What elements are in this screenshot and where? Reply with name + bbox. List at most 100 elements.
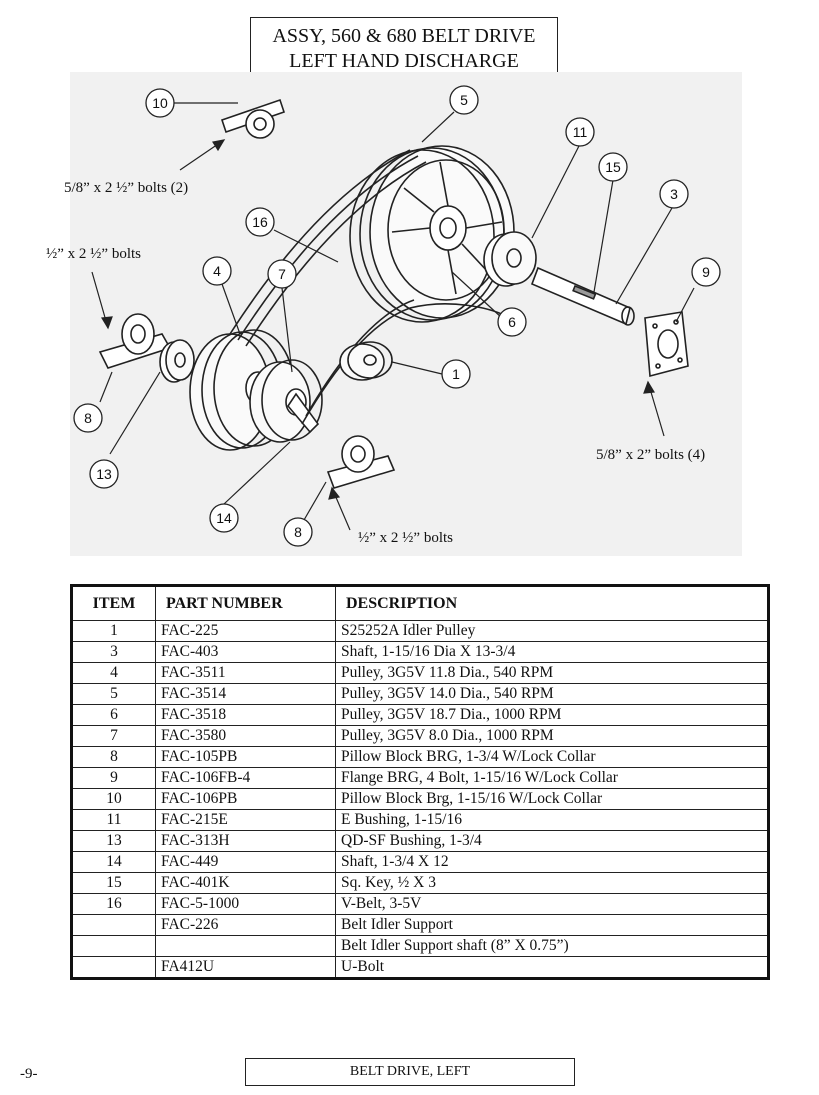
cell-description: Belt Idler Support [335, 914, 769, 936]
cell-description: Pulley, 3G5V 8.0 Dia., 1000 RPM [335, 725, 769, 747]
cell-part-number: FAC-106FB-4 [155, 767, 336, 789]
callout-bubbles [73, 85, 721, 547]
callout-3 [659, 179, 689, 209]
cell-description: Pulley, 3G5V 11.8 Dia., 540 RPM [335, 662, 769, 684]
cell-description: S25252A Idler Pulley [335, 620, 769, 642]
v-belt-16 [229, 149, 507, 425]
title-line-1: ASSY, 560 & 680 BELT DRIVE [272, 25, 536, 47]
cell-item: 1 [71, 620, 156, 642]
cell-description: E Bushing, 1-15/16 [335, 809, 769, 831]
cell-item: 11 [71, 809, 156, 831]
callout-8-bottom [283, 517, 313, 547]
callout-number: 14 [216, 510, 232, 526]
callout-10 [145, 88, 175, 118]
cell-part-number: FAC-401K [155, 872, 336, 894]
shaft-14 [287, 392, 320, 434]
cell-item: 7 [71, 725, 156, 747]
cell-item [71, 935, 156, 957]
cell-description: Pillow Block Brg, 1-15/16 W/Lock Collar [335, 788, 769, 810]
title-line-2: LEFT HAND DISCHARGE [289, 50, 519, 72]
cell-item [71, 914, 156, 936]
header-description: DESCRIPTION [335, 585, 769, 621]
cell-item: 14 [71, 851, 156, 873]
cell-item: 3 [71, 641, 156, 663]
callout-number: 8 [84, 410, 92, 426]
cell-part-number: FAC-105PB [155, 746, 336, 768]
cell-part-number: FAC-3514 [155, 683, 336, 705]
page-number: -9- [20, 1066, 38, 1082]
cell-part-number: FAC-3518 [155, 704, 336, 726]
callout-number: 6 [508, 314, 516, 330]
callout-number: 10 [152, 95, 168, 111]
cell-part-number [155, 935, 336, 957]
cell-part-number: FAC-106PB [155, 788, 336, 810]
title-box: ASSY, 560 & 680 BELT DRIVE LEFT HAND DIS… [250, 17, 558, 79]
cell-item: 8 [71, 746, 156, 768]
cell-description: Flange BRG, 4 Bolt, 1-15/16 W/Lock Colla… [335, 767, 769, 789]
callout-number: 15 [605, 159, 621, 175]
cell-part-number: FAC-225 [155, 620, 336, 642]
cell-description: Shaft, 1-3/4 X 12 [335, 851, 769, 873]
cell-description: Pulley, 3G5V 18.7 Dia., 1000 RPM [335, 704, 769, 726]
diagram-drawing: 10 5 11 15 3 16 4 7 9 6 1 8 13 14 8 [73, 85, 721, 547]
cell-item: 4 [71, 662, 156, 684]
cell-item: 9 [71, 767, 156, 789]
bolt-note-right: 5/8” x 2” bolts (4) [596, 447, 706, 463]
cell-part-number: FAC-403 [155, 641, 336, 663]
cell-description: V-Belt, 3-5V [335, 893, 769, 915]
callout-number: 3 [670, 186, 678, 202]
callout-7 [267, 259, 297, 289]
callout-number: 13 [96, 466, 112, 482]
cell-description: Pulley, 3G5V 14.0 Dia., 540 RPM [335, 683, 769, 705]
callout-number: 8 [294, 524, 302, 540]
pillow-block-8-bottom [326, 435, 396, 489]
footer-label: BELT DRIVE, LEFT [245, 1058, 575, 1086]
callout-5 [449, 85, 479, 115]
callout-11 [565, 117, 595, 147]
callout-16 [245, 207, 275, 237]
cell-part-number: FA412U [155, 956, 336, 979]
callout-number: 4 [213, 263, 221, 279]
callout-4 [202, 256, 232, 286]
cell-description: Sq. Key, ½ X 3 [335, 872, 769, 894]
callout-number: 1 [452, 366, 460, 382]
callout-number: 11 [573, 124, 588, 140]
cell-description: U-Bolt [335, 956, 769, 979]
header-item: ITEM [71, 585, 156, 621]
callout-8-left [73, 403, 103, 433]
shaft-3 [530, 266, 635, 326]
callout-13 [89, 459, 119, 489]
callout-numbers: 10 5 11 15 3 16 4 7 9 6 1 8 13 14 8 [84, 92, 710, 540]
cell-part-number: FAC-449 [155, 851, 336, 873]
leader-lines [91, 102, 695, 531]
cell-item: 16 [71, 893, 156, 915]
bushing-11 [483, 231, 537, 287]
cell-description: Shaft, 1-15/16 Dia X 13-3/4 [335, 641, 769, 663]
cell-item [71, 956, 156, 979]
bolt-note-left: ½” x 2 ½” bolts [46, 246, 141, 262]
table-header-row: ITEM PART NUMBER DESCRIPTION [71, 585, 769, 621]
callout-number: 16 [252, 214, 268, 230]
callout-number: 9 [702, 264, 710, 280]
cell-part-number: FAC-3580 [155, 725, 336, 747]
cell-part-number: FAC-226 [155, 914, 336, 936]
cell-item: 13 [71, 830, 156, 852]
pillow-block-10 [220, 98, 286, 139]
bolt-note-top: 5/8” x 2 ½” bolts (2) [64, 180, 189, 196]
cell-part-number: FAC-3511 [155, 662, 336, 684]
callout-15 [598, 152, 628, 182]
callout-1 [441, 359, 471, 389]
cell-item: 10 [71, 788, 156, 810]
cell-part-number: FAC-313H [155, 830, 336, 852]
